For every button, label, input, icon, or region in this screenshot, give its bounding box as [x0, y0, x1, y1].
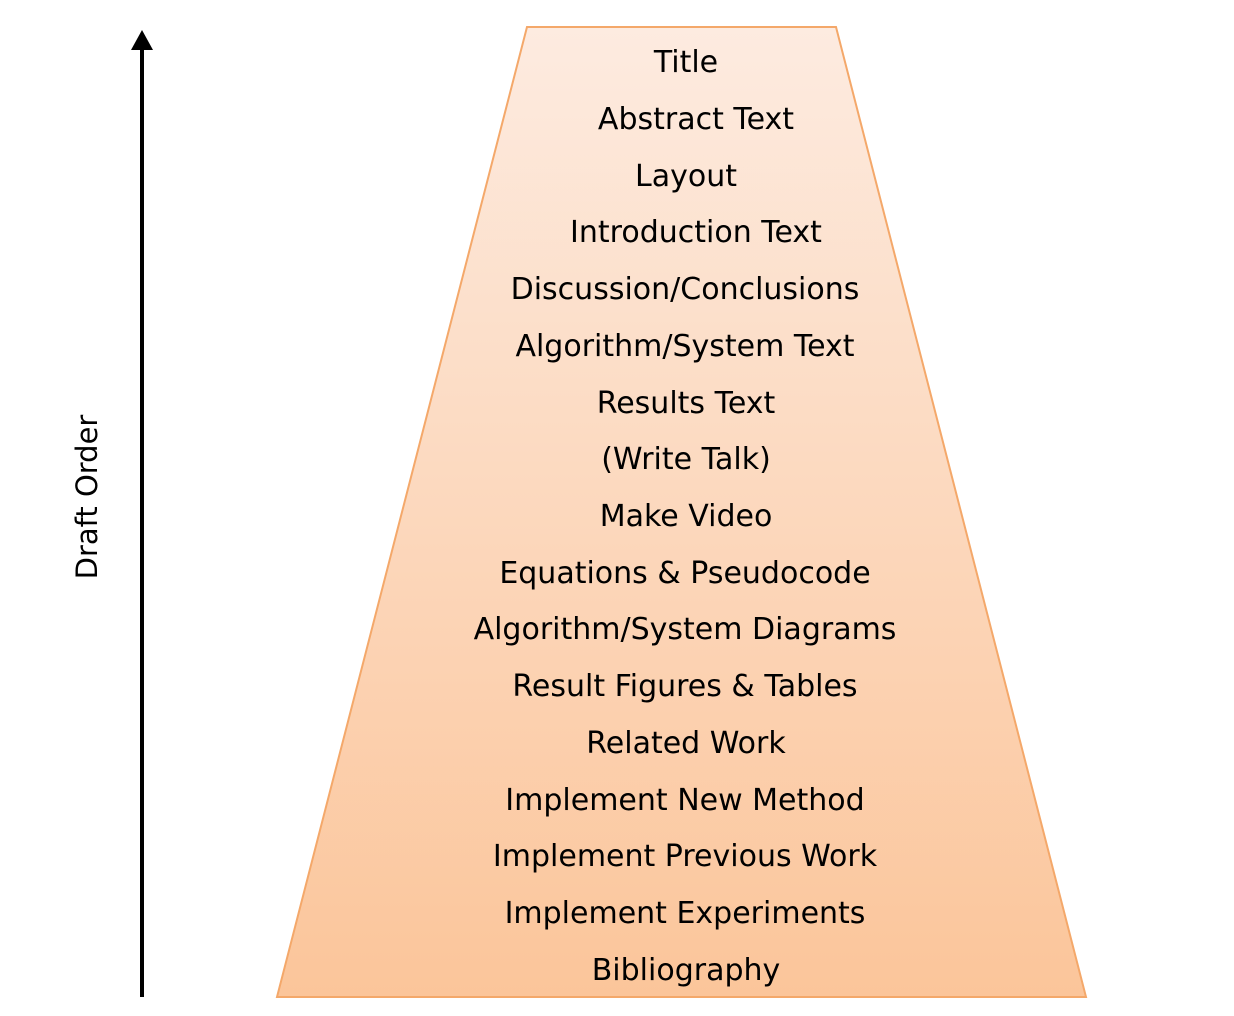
stage-label: Layout — [635, 159, 737, 194]
stage-label: Implement Experiments — [504, 896, 866, 931]
pyramid-trapezoid — [275, 26, 1088, 998]
stage-label: Introduction Text — [570, 215, 822, 250]
stage-label: Make Video — [599, 499, 773, 534]
stage-label: Bibliography — [591, 953, 781, 988]
stage-label: Equations & Pseudocode — [499, 556, 871, 591]
stage-label: Results Text — [596, 386, 776, 421]
stage-label: Result Figures & Tables — [512, 669, 858, 704]
stage-label: Title — [653, 45, 719, 80]
stage-label: Implement Previous Work — [492, 839, 878, 874]
stage-label: Algorithm/System Text — [515, 329, 855, 364]
stage-label: (Write Talk) — [601, 442, 771, 477]
stage-label: Abstract Text — [597, 102, 795, 137]
stage-label: Related Work — [586, 726, 786, 761]
draft-order-arrowhead — [131, 30, 153, 50]
stage-label: Implement New Method — [505, 783, 865, 818]
stage-label: Algorithm/System Diagrams — [473, 612, 897, 647]
stage-label: Discussion/Conclusions — [510, 272, 860, 307]
